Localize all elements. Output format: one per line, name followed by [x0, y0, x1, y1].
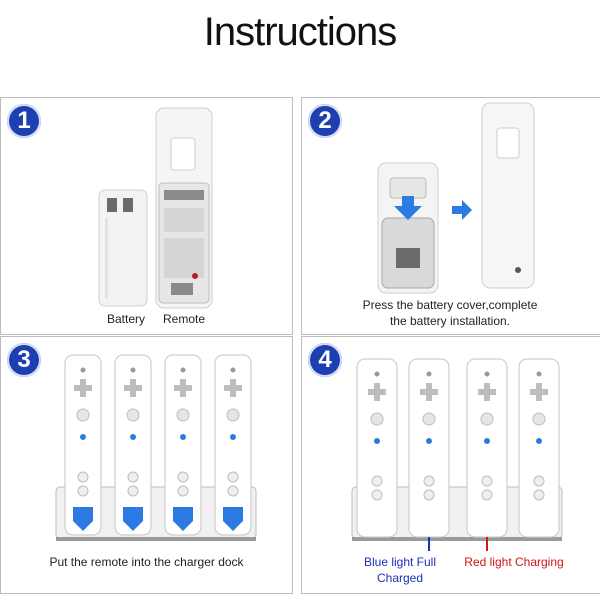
home-button-icon [230, 434, 236, 440]
battery-label: Battery [106, 312, 145, 326]
step-2-badge: 2 [308, 104, 342, 138]
home-button-icon [426, 438, 432, 444]
home-button-icon [484, 438, 490, 444]
step-4-badge: 4 [308, 343, 342, 377]
step-1-illustration [98, 107, 213, 309]
home-button-icon [536, 438, 542, 444]
step-2-illustration [377, 102, 535, 294]
step-2-caption-line1: Press the battery cover,complete [362, 298, 538, 312]
dpad-icon [174, 379, 192, 397]
step-2-panel: 2 Press the battery cover,complete the b… [301, 97, 600, 335]
home-button-icon [130, 434, 136, 440]
arrow-down-icon [394, 196, 422, 220]
step-4-panel: 4 [301, 336, 600, 594]
arrow-down-icon [73, 507, 93, 531]
red-light-caption: Red light Charging [464, 555, 564, 569]
home-button-icon [80, 434, 86, 440]
dpad-icon [74, 379, 92, 397]
remote-label: Remote [162, 312, 206, 326]
dpad-icon [478, 383, 496, 401]
step-1-panel: 1 Battery Remote [0, 97, 293, 335]
home-button-icon [180, 434, 186, 440]
arrow-down-icon [173, 507, 193, 531]
step-3-illustration [55, 354, 257, 541]
step-1-badge: 1 [7, 104, 41, 138]
page-title: Instructions [203, 10, 398, 54]
arrow-right-icon [452, 200, 472, 220]
arrow-down-icon [123, 507, 143, 531]
dpad-icon [124, 379, 142, 397]
home-button-icon [374, 438, 380, 444]
step-2-caption-line2: the battery installation. [389, 314, 511, 328]
step-4-illustration [351, 358, 563, 551]
step-3-panel: 3 [0, 336, 293, 594]
dpad-icon [224, 379, 242, 397]
dpad-icon [368, 383, 386, 401]
step-3-badge: 3 [7, 343, 41, 377]
dpad-icon [530, 383, 548, 401]
blue-light-caption: Blue light Full Charged [363, 555, 437, 585]
arrow-down-icon [223, 507, 243, 531]
dpad-icon [420, 383, 438, 401]
step-3-caption: Put the remote into the charger dock [49, 555, 244, 569]
